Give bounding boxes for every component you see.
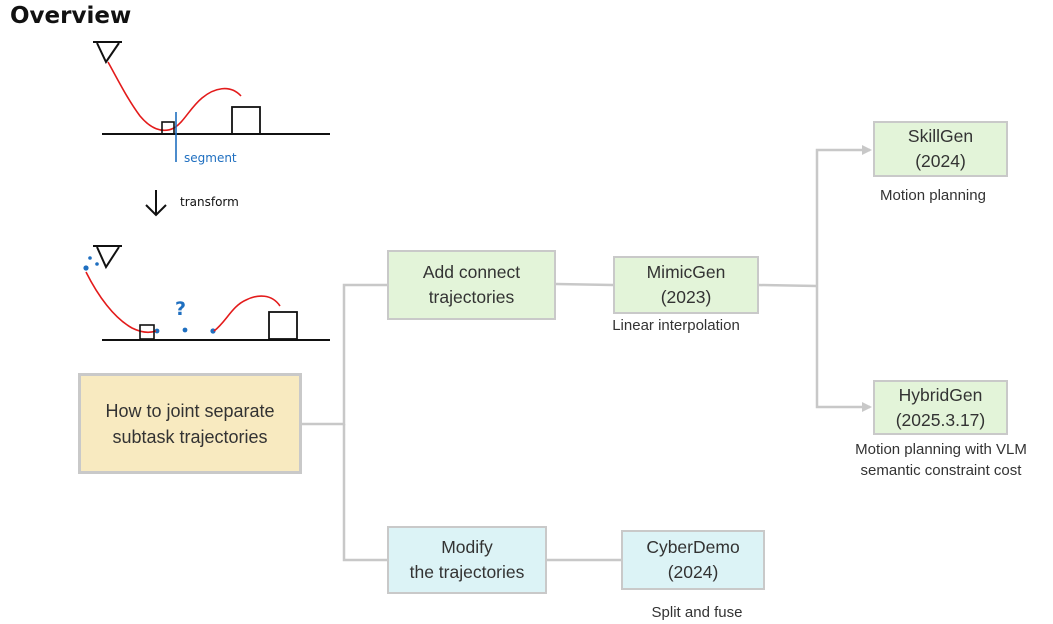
hybridgen-note: Motion planning with VLM semantic constr… xyxy=(855,441,1027,479)
add-connect-box: Add connect trajectories xyxy=(387,250,556,320)
root-question-box: How to joint separate subtask trajectori… xyxy=(78,373,302,474)
connector-add-mimicgen xyxy=(555,282,614,287)
connector-root-modify xyxy=(342,424,388,562)
target-object xyxy=(268,311,298,340)
question-mark: ? xyxy=(175,298,187,320)
modify-box: Modify the trajectories xyxy=(387,526,547,594)
small-object xyxy=(139,324,155,340)
page-title: Overview xyxy=(10,3,132,29)
trajectory-curve xyxy=(107,61,242,132)
cyberdemo-box: CyberDemo (2024) xyxy=(621,530,765,590)
connector-to-skillgen xyxy=(815,145,872,286)
trajectory-curve xyxy=(85,271,157,334)
skillgen-note: Motion planning xyxy=(880,187,986,204)
gripper-icon xyxy=(93,41,122,65)
connection-points xyxy=(83,256,216,334)
sketch-bottom xyxy=(83,245,330,341)
down-arrow-icon xyxy=(145,190,167,217)
connector-to-hybridgen xyxy=(815,286,872,412)
trajectory-curve xyxy=(213,295,281,332)
target-object xyxy=(231,106,261,135)
small-object xyxy=(161,121,175,135)
gripper-icon xyxy=(93,245,122,270)
mimicgen-box: MimicGen (2023) xyxy=(613,256,759,314)
segment-label: segment xyxy=(184,151,237,165)
connector-root-add xyxy=(302,283,388,426)
mimicgen-note: Linear interpolation xyxy=(612,317,740,334)
transform-label: transform xyxy=(180,195,239,209)
skillgen-box: SkillGen (2024) xyxy=(873,121,1008,177)
connector-mimicgen-split xyxy=(758,283,818,288)
cyberdemo-note: Split and fuse xyxy=(651,604,743,621)
hybridgen-box: HybridGen (2025.3.17) xyxy=(873,380,1008,435)
sketch-top xyxy=(93,41,330,162)
